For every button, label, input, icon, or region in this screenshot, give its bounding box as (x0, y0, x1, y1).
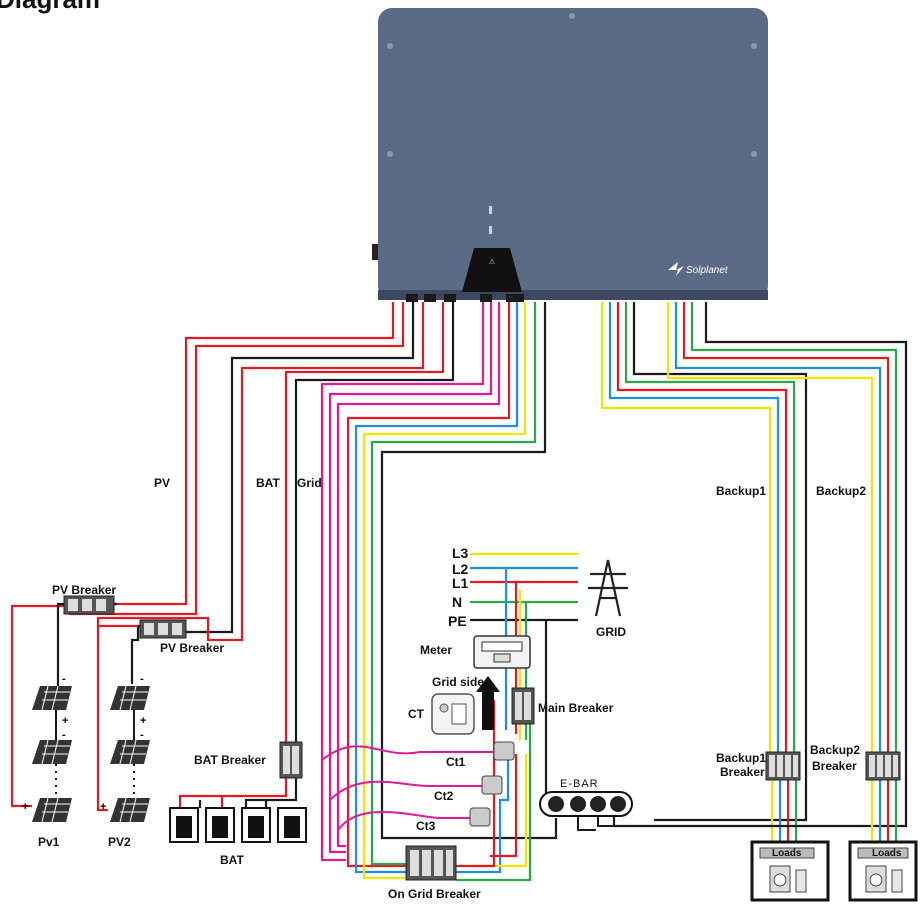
solar-panel-icon (110, 797, 150, 823)
meter-icon (473, 635, 531, 669)
backup2-breaker (865, 751, 901, 781)
solar-panel-icon (32, 739, 72, 765)
label-ct1: Ct1 (446, 755, 466, 769)
battery-icon (169, 807, 199, 843)
label-meter: Meter (420, 643, 452, 657)
label-backup1-breaker-line2: Breaker (720, 765, 765, 779)
ct-device-icon (431, 693, 475, 735)
bat-breaker (279, 741, 303, 779)
loads-box-1 (750, 840, 830, 902)
ct-wiring (321, 745, 496, 831)
label-grid-side: Grid side (432, 675, 484, 689)
backup1-breaker (765, 751, 801, 781)
label-backup2: Backup2 (816, 484, 866, 498)
battery-icon (277, 807, 307, 843)
label-pv-breaker-2: PV Breaker (160, 641, 224, 655)
label-pv: PV (154, 476, 170, 490)
grid-side-arrow-icon (476, 676, 500, 730)
label-backup2-breaker-line1: Backup2 (810, 743, 860, 757)
diagram-title: Diagram (0, 0, 100, 14)
label-bat-breaker: BAT Breaker (194, 753, 266, 767)
grid-wiring (320, 302, 558, 880)
label-backup2-breaker-line2: Breaker (812, 759, 857, 773)
svg-text:-: - (62, 673, 66, 685)
solplanet-logo-icon: Solplanet (668, 262, 729, 276)
solar-panel-icon (32, 685, 72, 711)
pv-breaker-2 (139, 619, 187, 639)
pv-breaker-1 (63, 595, 115, 615)
solar-panel-icon (110, 685, 150, 711)
label-l2: L2 (452, 561, 469, 577)
label-loads-2: Loads (872, 848, 902, 859)
label-pv1: Pv1 (38, 835, 60, 849)
label-l1: L1 (452, 575, 469, 591)
pv1-string: - + - + (22, 673, 72, 823)
appliance-icon (891, 869, 903, 893)
label-pe: PE (448, 613, 467, 629)
ct-clamp-icon (481, 775, 503, 795)
label-ebar: E-BAR (560, 778, 599, 790)
label-pv2: PV2 (108, 835, 131, 849)
label-backup1: Backup1 (716, 484, 766, 498)
backup1-wiring (600, 302, 808, 842)
svg-text:-: - (140, 729, 144, 741)
pv-wiring (10, 302, 425, 812)
label-ct3: Ct3 (416, 819, 436, 833)
svg-text:⚠: ⚠ (489, 258, 495, 266)
battery-wiring (178, 302, 455, 808)
washing-machine-icon (865, 865, 887, 893)
on-grid-breaker (405, 845, 457, 881)
ct-clamp-icon (469, 807, 491, 827)
svg-text:-: - (62, 729, 66, 741)
backup2-wiring (612, 302, 908, 842)
e-bar (539, 791, 633, 817)
inverter-brand: Solplanet (686, 265, 729, 276)
label-grid-tower: GRID (596, 625, 626, 639)
label-backup1-breaker-line1: Backup1 (716, 751, 766, 765)
label-ct: CT (408, 707, 425, 721)
label-pv-breaker-1: PV Breaker (52, 583, 116, 597)
grid-tower-icon (588, 559, 628, 617)
label-main-breaker: Main Breaker (538, 701, 614, 715)
inverter: ⚠ Solplanet (372, 8, 768, 302)
svg-text:+: + (100, 801, 106, 813)
inverter-front-panel (462, 248, 522, 292)
svg-text:-: - (140, 673, 144, 685)
svg-text:+: + (140, 715, 146, 727)
loads-box-2 (848, 840, 918, 902)
solar-panel-icon (32, 797, 72, 823)
label-on-grid-breaker: On Grid Breaker (388, 887, 481, 901)
svg-text:+: + (62, 715, 68, 727)
label-ct2: Ct2 (434, 789, 454, 803)
washing-machine-icon (769, 865, 791, 893)
battery-bank (169, 807, 307, 843)
appliance-icon (795, 869, 807, 893)
battery-icon (205, 807, 235, 843)
battery-icon (241, 807, 271, 843)
label-loads-1: Loads (772, 848, 802, 859)
label-l3: L3 (452, 545, 469, 561)
pv2-string: - + - + (100, 673, 150, 823)
label-battery-group: BAT (220, 853, 244, 867)
ct-clamp-icon (493, 741, 515, 761)
label-grid: Grid (297, 476, 322, 490)
label-n: N (452, 594, 462, 610)
solar-panel-icon (110, 739, 150, 765)
inverter-body (378, 8, 768, 300)
svg-text:+: + (22, 801, 28, 813)
label-bat: BAT (256, 476, 280, 490)
main-breaker (511, 687, 535, 725)
